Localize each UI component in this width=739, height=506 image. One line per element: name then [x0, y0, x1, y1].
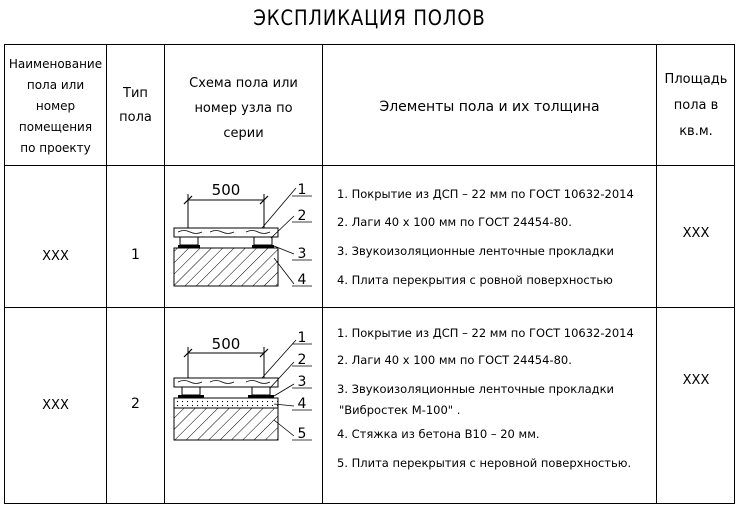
- dimension-label: 500: [212, 181, 241, 199]
- floor-slab: [173, 407, 279, 441]
- element-item: 3. Звукоизоляционные ленточные прокладки: [337, 244, 615, 258]
- header-type: Тип пола: [107, 78, 164, 134]
- callout-label: 2: [298, 208, 307, 224]
- header-area: Площадь пола в кв.м.: [657, 68, 735, 144]
- row2-floor-scheme: 500 1 2 3 4 5: [173, 330, 312, 442]
- column-divider: [322, 44, 323, 504]
- row2-name: ХХХ: [42, 398, 69, 413]
- callout-label: 4: [298, 272, 307, 288]
- dimension-label: 500: [212, 335, 241, 353]
- header-area-line: Площадь: [664, 72, 728, 87]
- header-type-line: пола: [119, 110, 152, 125]
- joist: [253, 236, 273, 246]
- explication-table: [4, 44, 735, 504]
- element-item: 3. Звукоизоляционные ленточные прокладки: [337, 382, 615, 396]
- header-elements: Элементы пола и их толщина: [379, 98, 600, 115]
- header-scheme-line: Схема пола или: [189, 75, 298, 91]
- joist: [179, 236, 199, 246]
- row-divider: [4, 165, 735, 166]
- row1-floor-scheme: 500 1 2 3 4: [173, 181, 312, 288]
- page-title: ЭКСПЛИКАЦИЯ ПОЛОВ: [253, 6, 486, 30]
- decking-layer: [173, 227, 279, 238]
- element-item: 4. Плита перекрытия с ровной поверхность…: [337, 273, 613, 287]
- element-item: "Виброcтек М-100" .: [339, 403, 461, 417]
- header-type-line: Тип: [123, 86, 148, 101]
- row2-type: 2: [131, 396, 140, 412]
- strip-pad: [252, 245, 274, 248]
- header-name: Наименование пола или номер помещения по…: [5, 50, 106, 162]
- row1-type: 1: [131, 247, 140, 263]
- column-divider: [656, 44, 657, 504]
- callout-label: 1: [298, 330, 307, 346]
- header-area-line: пола в: [673, 98, 719, 113]
- joist: [251, 386, 271, 396]
- element-item: 5. Плита перекрытия с неровной поверхнос…: [337, 456, 632, 470]
- header-name-line: помещения: [18, 119, 93, 134]
- header-name-line: номер: [35, 98, 76, 113]
- strip-pad: [178, 395, 204, 398]
- joist: [181, 386, 201, 396]
- header-name-line: пола или: [26, 77, 85, 92]
- header-name-line: Наименование: [8, 56, 103, 71]
- element-item: 2. Лаги 40 х 100 мм по ГОСТ 24454-80.: [337, 353, 572, 367]
- row1-elements-list: 1. Покрытие из ДСП – 22 мм по ГОСТ 10632…: [337, 187, 655, 297]
- row-divider: [4, 307, 735, 308]
- column-divider: [106, 44, 107, 504]
- callout-label: 5: [298, 426, 307, 442]
- element-item: 1. Покрытие из ДСП – 22 мм по ГОСТ 10632…: [337, 187, 634, 201]
- strip-pad: [248, 395, 274, 398]
- header-name-line: по проекту: [20, 140, 91, 155]
- row2-elements-list: 1. Покрытие из ДСП – 22 мм по ГОСТ 10632…: [337, 326, 655, 476]
- strip-pad: [178, 245, 200, 248]
- element-item: 1. Покрытие из ДСП – 22 мм по ГОСТ 10632…: [337, 326, 634, 340]
- header-area-line: кв.м.: [679, 124, 713, 139]
- floor-slab: [173, 247, 279, 287]
- header-scheme-line: серии: [223, 125, 264, 141]
- element-item: 4. Стяжка из бетона В10 – 20 мм.: [337, 427, 540, 441]
- header-scheme: Схема пола или номер узла по серии: [165, 72, 322, 144]
- callout-label: 3: [298, 246, 307, 262]
- row1-area: ХХХ: [682, 226, 710, 241]
- column-divider: [164, 44, 165, 504]
- decking-layer: [173, 377, 279, 388]
- element-item: 2. Лаги 40 х 100 мм по ГОСТ 24454-80.: [337, 215, 572, 229]
- header-scheme-line: номер узла по: [194, 100, 293, 116]
- row1-name: ХХХ: [42, 249, 69, 264]
- callout-label: 3: [298, 374, 307, 390]
- callout-label: 1: [298, 182, 307, 198]
- concrete-screed: [173, 397, 279, 409]
- row2-area: ХХХ: [682, 373, 710, 388]
- callout-label: 4: [298, 396, 307, 412]
- callout-label: 2: [298, 352, 307, 368]
